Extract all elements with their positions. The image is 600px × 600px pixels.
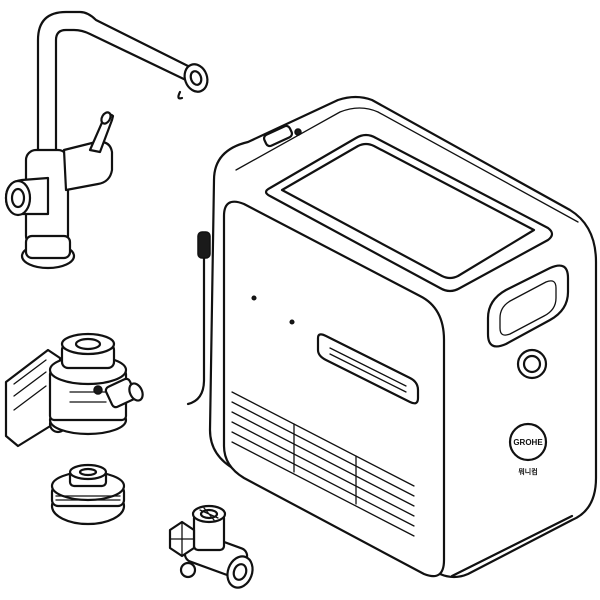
angle-valve-icon bbox=[4, 332, 144, 448]
filter-head-icon bbox=[50, 463, 126, 526]
water-unit-icon: GROHE 뭐니컴 bbox=[186, 95, 598, 579]
faucet-icon bbox=[4, 10, 209, 270]
tee-connector-icon bbox=[168, 504, 254, 589]
front-vents bbox=[231, 391, 415, 537]
unit-logo: GROHE bbox=[513, 438, 543, 447]
unit-badge: 뭐니컴 bbox=[518, 467, 537, 476]
